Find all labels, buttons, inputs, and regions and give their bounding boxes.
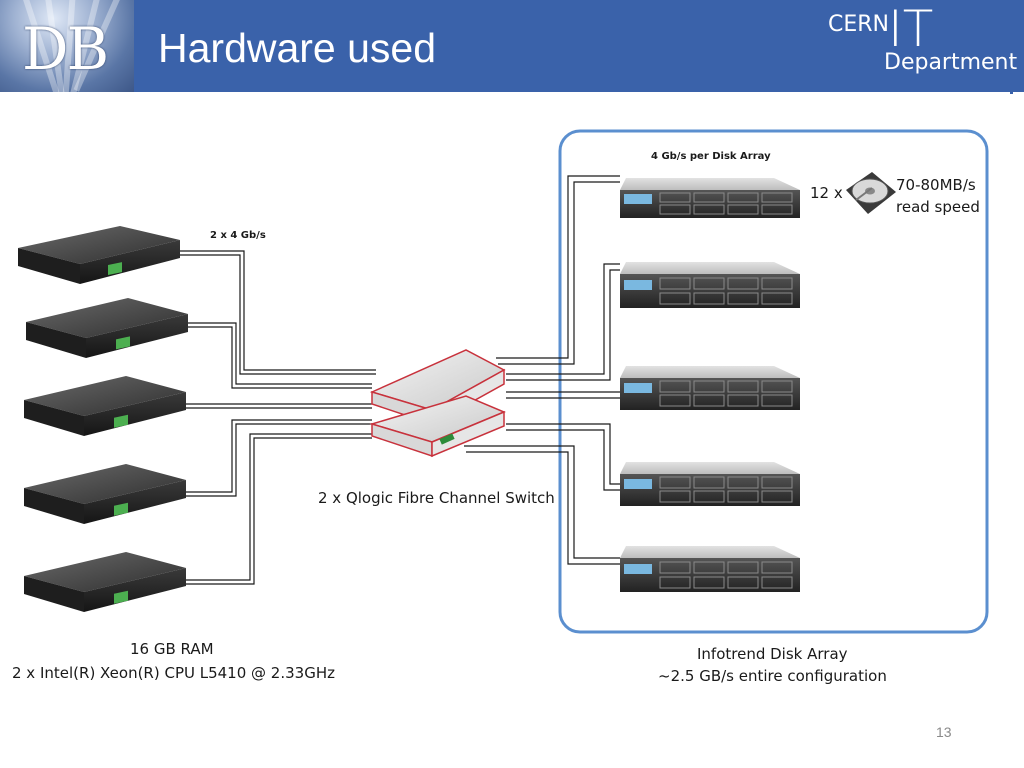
- server-2: [26, 298, 188, 358]
- server-cpu-label: 2 x Intel(R) Xeon(R) CPU L5410 @ 2.33GHz: [12, 664, 335, 682]
- server-5: [24, 552, 186, 612]
- disk-array-link-speed-label: 4 Gb/s per Disk Array: [651, 151, 771, 162]
- server-1: [18, 226, 180, 284]
- db-logo-text: DB: [22, 15, 109, 83]
- disk-array-throughput-label: ~2.5 GB/s entire configuration: [658, 667, 887, 685]
- server-4: [24, 464, 186, 524]
- server-3: [24, 376, 186, 436]
- switch-label: 2 x Qlogic Fibre Channel Switch: [318, 489, 555, 507]
- page-number: 13: [936, 724, 952, 740]
- cern-logo-it: IT: [888, 0, 934, 58]
- cern-logo-department: Department: [884, 50, 1018, 75]
- disk-array-1: [620, 178, 800, 218]
- header-bar: DB Hardware used CERN IT Department: [0, 0, 1024, 92]
- storage-group-border: [558, 129, 989, 634]
- slide-title: Hardware used: [158, 25, 437, 71]
- disk-speed-label-line2: read speed: [896, 198, 980, 216]
- hard-disk-icon: [846, 172, 896, 214]
- host-link-speed-label: 2 x 4 Gb/s: [210, 230, 266, 241]
- cern-logo-cern: CERN: [828, 12, 890, 37]
- fibre-channel-switch-bottom: [369, 395, 506, 458]
- disk-speed-label-line1: 70-80MB/s: [896, 176, 976, 194]
- disk-array-name-label: Infotrend Disk Array: [697, 645, 848, 663]
- disk-array-4: [620, 462, 800, 506]
- header-divider-tick: [1010, 82, 1013, 94]
- db-logo: DB: [0, 0, 134, 92]
- disk-array-5: [620, 546, 800, 592]
- host-cables: [180, 250, 376, 585]
- disk-count-label: 12 x: [810, 184, 843, 202]
- cern-it-logo: CERN IT Department: [826, 0, 1022, 90]
- array-cables: [464, 175, 620, 565]
- disk-array-2: [620, 262, 800, 308]
- disk-array-3: [620, 366, 800, 410]
- server-ram-label: 16 GB RAM: [130, 640, 214, 658]
